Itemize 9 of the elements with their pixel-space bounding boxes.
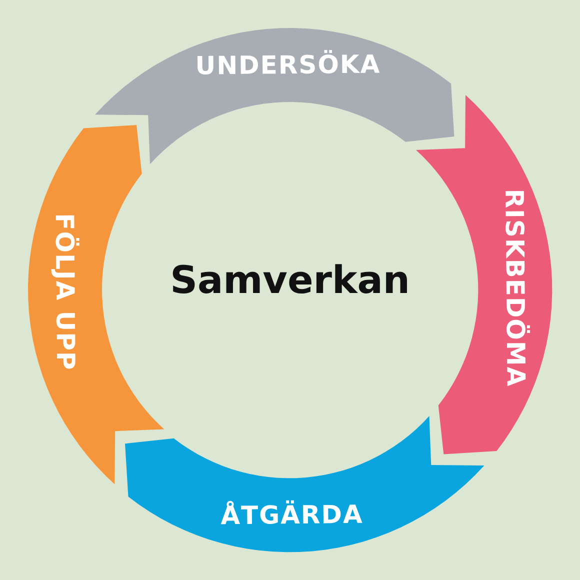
step-label: UNDERSÖKA bbox=[195, 52, 381, 78]
cycle-arrow-segment bbox=[125, 416, 485, 552]
center-title: Samverkan bbox=[170, 258, 410, 302]
cycle-arrow-segment bbox=[28, 125, 164, 485]
step-label: ÅTGÄRDA bbox=[220, 502, 364, 528]
step-label: FÖLJA UPP bbox=[52, 213, 78, 371]
cycle-arrow-segment bbox=[95, 28, 455, 164]
cycle-arrow-segment bbox=[416, 95, 552, 455]
step-label: RISKBEDÖMA bbox=[502, 188, 528, 388]
